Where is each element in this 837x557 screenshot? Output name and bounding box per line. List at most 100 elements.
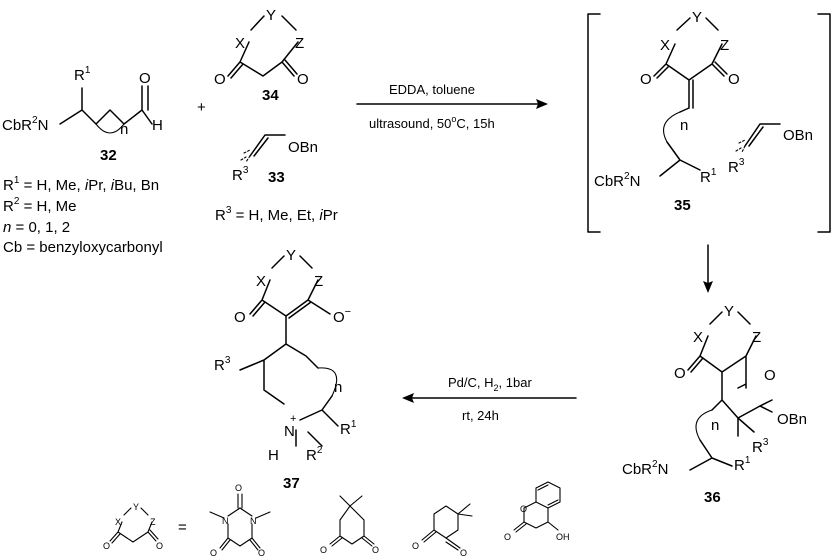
legend-equals: = [178, 519, 187, 536]
step2-line1: Pd/C, H2, 1bar [448, 375, 532, 393]
legend-barb-o1: O [210, 548, 217, 557]
c32-o: O [139, 70, 151, 87]
left-bracket [587, 13, 601, 233]
c32-r1: R1 [74, 65, 91, 84]
c37-ring [239, 255, 331, 405]
c34-y: Y [266, 7, 276, 24]
legend-barb-n2: N [250, 516, 257, 526]
right-bracket [817, 13, 831, 233]
step1-arrow: EDDA, toluene ultrasound, 50oC, 15h [356, 82, 548, 131]
c37-y: Y [286, 247, 296, 264]
step1-line1: EDDA, toluene [389, 82, 475, 97]
compound-32: CbR2N R1 O H n 32 R1 = H, Me, iPr, iBu, … [2, 65, 163, 256]
legend-hydroxycoumarin: O O OH [504, 481, 570, 542]
step1-arrow-head [536, 99, 548, 109]
c36-x: X [693, 329, 703, 346]
c37-n: N [284, 423, 295, 440]
c35-cbr2n: CbR2N [594, 171, 640, 190]
c35-chain [659, 141, 701, 177]
c32-cb-def: Cb = benzyloxycarbonyl [3, 239, 163, 256]
legend-y: Y [133, 502, 139, 512]
c37-z: Z [314, 273, 323, 290]
compound-37: X Y Z O O− R3 n N + R1 H R2 37 [214, 247, 357, 492]
step2-arrow-head [402, 393, 414, 403]
c33-r3-def: R3 = H, Me, Et, iPr [215, 205, 338, 224]
compound-36: X Y Z O O n OBn R3 CbR2N R1 36 [622, 303, 807, 506]
legend-dimedone-ring [329, 495, 375, 547]
legend-o1: O [103, 541, 110, 551]
c35-wavy [735, 139, 746, 153]
compound-33: OBn R3 33 R3 = H, Me, Et, iPr [215, 134, 338, 224]
c36-y: Y [724, 303, 734, 320]
legend-z: Z [150, 517, 156, 527]
c36-chain [689, 439, 733, 471]
c32-cbr2n: CbR2N [2, 115, 48, 134]
c32-h: H [152, 117, 163, 134]
plus-sign: + [197, 99, 206, 116]
c32-n-def: n = 0, 1, 2 [3, 219, 70, 236]
legend-dimedone-o1: O [320, 545, 327, 555]
legend-coumarin-ring [513, 481, 561, 533]
c37-ring-b [295, 395, 339, 447]
compound-35-bracket [587, 13, 831, 233]
c33-wavy [240, 149, 251, 163]
c33-obn: OBn [288, 139, 318, 156]
step1b-arrow [703, 244, 713, 293]
c34-ring [227, 15, 299, 79]
c35-r1: R1 [700, 167, 717, 186]
c35-chain-arc [663, 111, 681, 143]
c35-o1: O [640, 71, 652, 88]
down-arrow-head [703, 281, 713, 293]
legend-barb-o-top: O [235, 483, 242, 493]
legend-x: X [115, 517, 121, 527]
compound-35: X Y Z O O n CbR2N R1 OBn R3 35 [594, 9, 813, 214]
legend-barbituric-ring [209, 493, 271, 551]
c32-ring-arc [95, 123, 125, 134]
c35-y: Y [692, 9, 702, 26]
c37-o2: O− [333, 306, 351, 326]
step2-arrow: Pd/C, H2, 1bar rt, 24h [402, 375, 577, 423]
c36-obn: OBn [777, 411, 807, 428]
c36-o-ring: O [764, 367, 776, 384]
legend-barbituric: O N N O O [209, 483, 271, 557]
c34-x: X [235, 35, 245, 52]
c36-cbr2n: CbR2N [622, 459, 668, 478]
c36-ring-b [737, 405, 773, 433]
legend-dimedone-o2: O [372, 545, 379, 555]
c37-number: 37 [283, 475, 300, 492]
legend-o2: O [156, 541, 163, 551]
c36-r3: R3 [752, 437, 769, 456]
c36-number: 36 [704, 489, 721, 506]
c32-skeleton [59, 85, 153, 125]
legend-dmcd-o2: O [460, 548, 467, 557]
c37-ring-n: n [334, 379, 342, 396]
c32-r1-def: R1 = H, Me, iPr, iBu, Bn [3, 175, 159, 194]
legend-coumarin-o-ring: O [520, 504, 527, 514]
c35-x: X [660, 37, 670, 54]
c37-x: X [256, 273, 266, 290]
c35-ring-n: n [680, 117, 688, 134]
step1-line2: ultrasound, 50oC, 15h [369, 114, 495, 131]
c35-o2: O [728, 71, 740, 88]
legend-generic-dione: X Y Z O O = [103, 502, 187, 551]
c37-r3: R3 [214, 355, 231, 374]
c34-o2: O [297, 71, 309, 88]
legend-dmcd-o1: O [412, 541, 419, 551]
c36-z: Z [752, 329, 761, 346]
legend-dimedone: O O [320, 495, 379, 555]
c33-r3: R3 [232, 165, 249, 184]
legend-dione-ring [109, 507, 159, 544]
c35-r3: R3 [728, 157, 745, 176]
c36-ring [687, 311, 773, 437]
c35-z: Z [720, 37, 729, 54]
c37-r1: R1 [340, 419, 357, 438]
c35-alkene [744, 123, 781, 147]
step2-line2: rt, 24h [462, 408, 499, 423]
legend-dimethyl-cyclohexanedione: O O [412, 503, 473, 557]
c34-z: Z [295, 35, 304, 52]
c32-ring-n: n [120, 121, 128, 138]
c36-chain-arc [695, 409, 713, 441]
c35-ring [653, 17, 728, 113]
legend-coumarin-oh: OH [556, 532, 570, 542]
